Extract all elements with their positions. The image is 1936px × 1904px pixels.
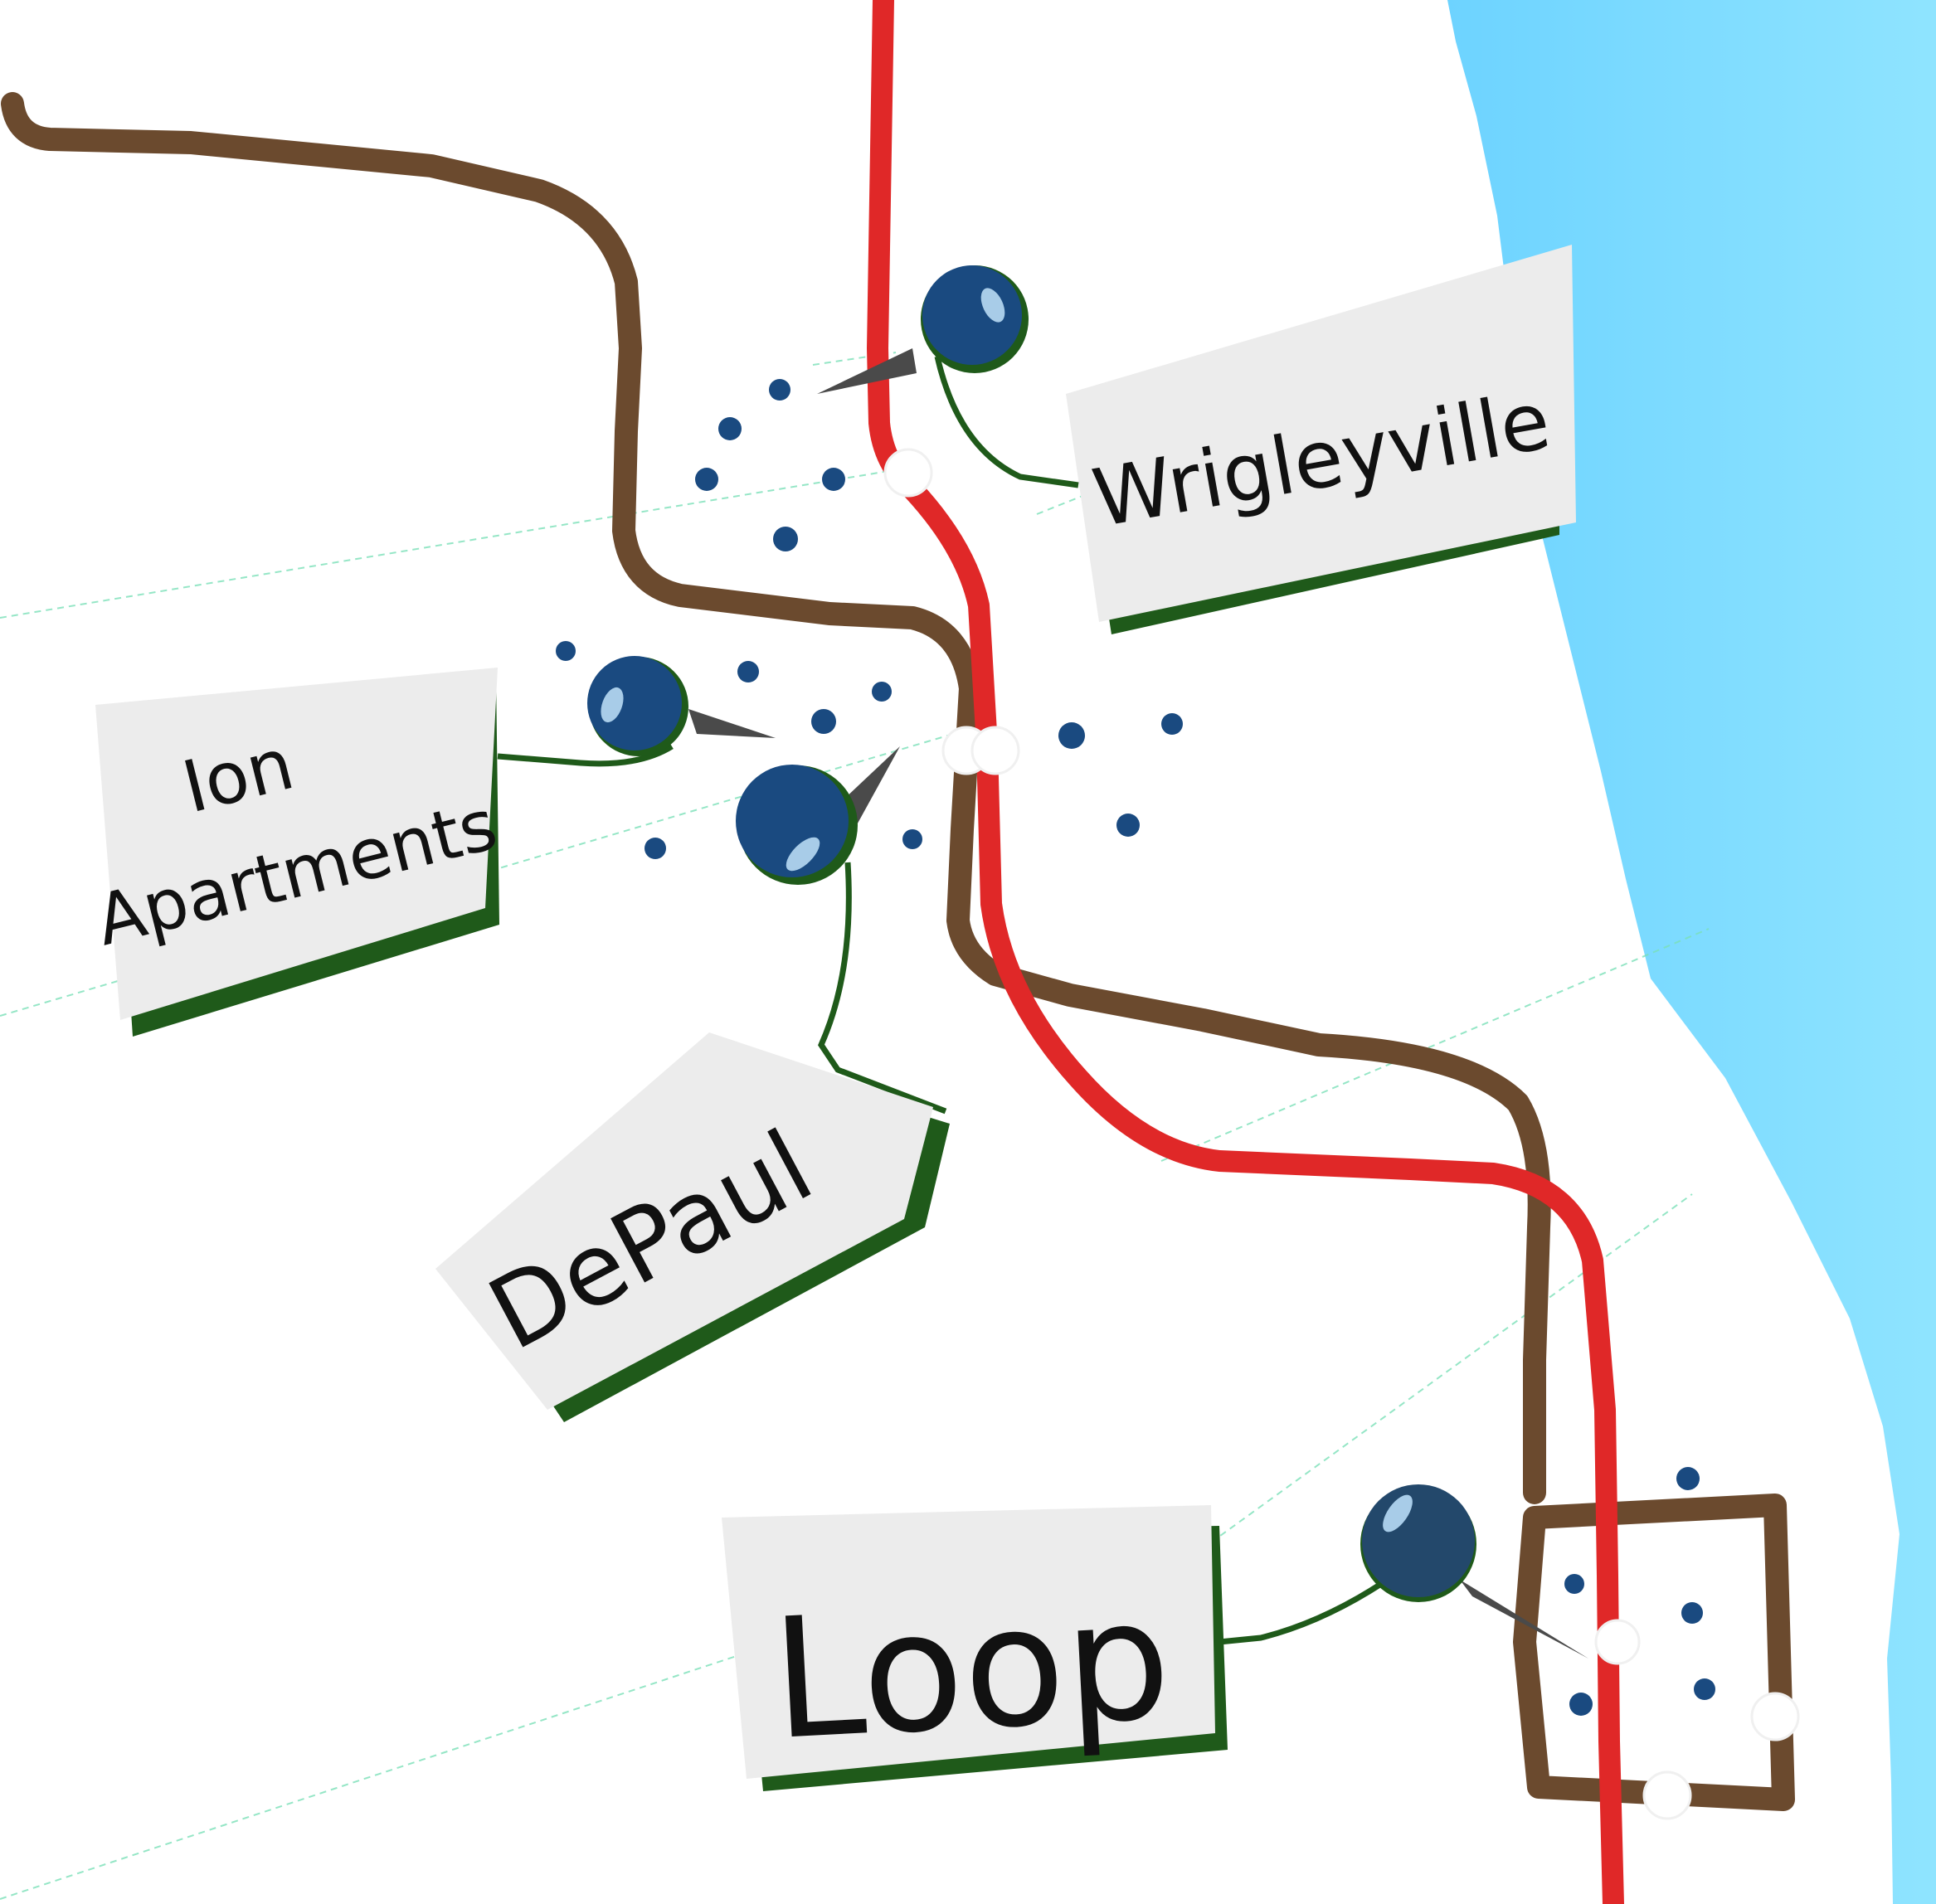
label-card	[722, 1505, 1215, 1779]
place-depaul[interactable]: DePaul	[435, 746, 950, 1422]
place-label: Loop	[767, 1563, 1175, 1777]
place-loop[interactable]: Loop	[722, 1484, 1588, 1791]
stations	[883, 448, 1800, 1820]
label-leader-line	[1219, 1573, 1395, 1645]
place-ion-apartments[interactable]: Ion Apartments	[88, 656, 776, 1037]
label-card	[435, 1032, 933, 1410]
label-leader-line	[934, 356, 1079, 488]
station-circle	[970, 726, 1020, 775]
station-circle	[1642, 1770, 1692, 1820]
place-wrigleyville[interactable]: Wrigleyville	[817, 245, 1576, 634]
map-pin-icon	[587, 656, 776, 756]
neighborhood-dots	[556, 379, 1715, 1716]
brown-line	[1, 92, 1551, 1504]
station-circle	[1750, 1692, 1800, 1741]
map-pin-icon	[736, 746, 900, 885]
label-leader-line	[497, 744, 674, 767]
station-circle	[883, 448, 933, 498]
label-leader-line	[818, 862, 947, 1115]
label-card	[1066, 245, 1576, 622]
station-circle	[1594, 1619, 1641, 1665]
map-pin-icon	[1360, 1484, 1588, 1659]
map-pin-icon	[817, 265, 1029, 394]
street-hints	[0, 352, 1710, 1900]
label-card	[95, 668, 498, 1020]
